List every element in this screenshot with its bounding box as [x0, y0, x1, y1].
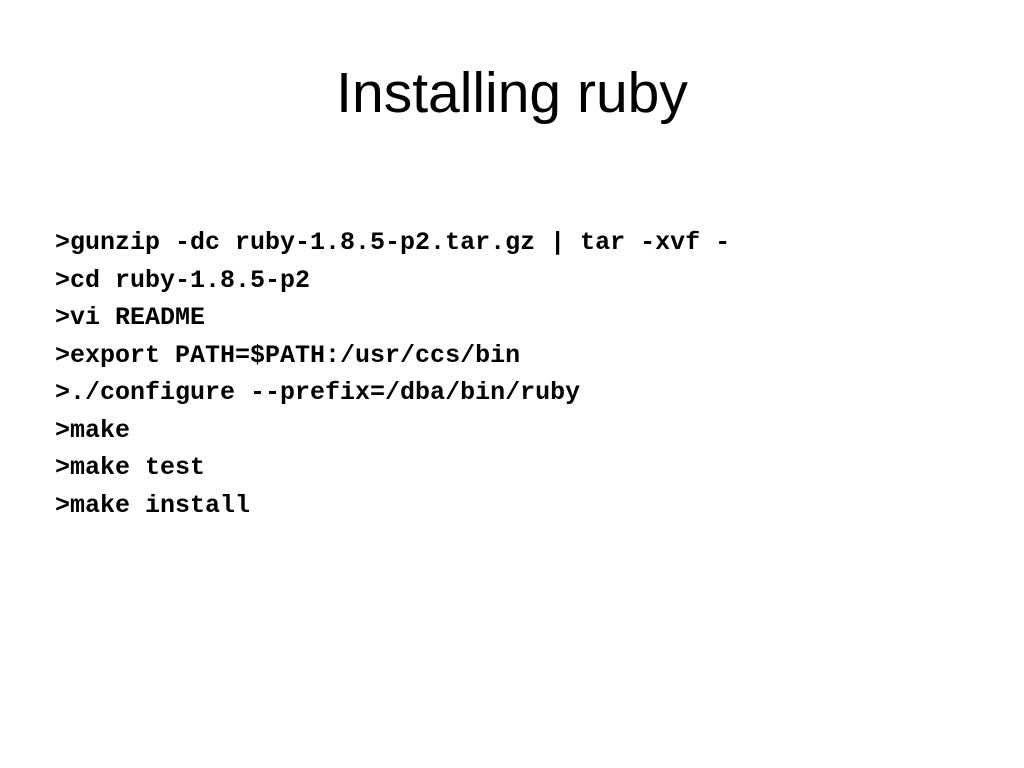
command-line: >make test — [55, 453, 206, 482]
command-line: >gunzip -dc ruby-1.8.5-p2.tar.gz | tar -… — [55, 228, 731, 257]
command-line: >./configure --prefix=/dba/bin/ruby — [55, 378, 581, 407]
command-line: >make — [55, 415, 131, 445]
command-block: >gunzip -dc ruby-1.8.5-p2.tar.gz | tar -… — [55, 224, 984, 524]
command-line: >export PATH=$PATH:/usr/ccs/bin — [55, 340, 521, 370]
command-line: >cd ruby-1.8.5-p2 — [55, 265, 311, 295]
command-line: >make install — [55, 490, 251, 520]
command-line: >vi README — [55, 303, 206, 332]
slide-title: Installing ruby — [336, 61, 688, 125]
